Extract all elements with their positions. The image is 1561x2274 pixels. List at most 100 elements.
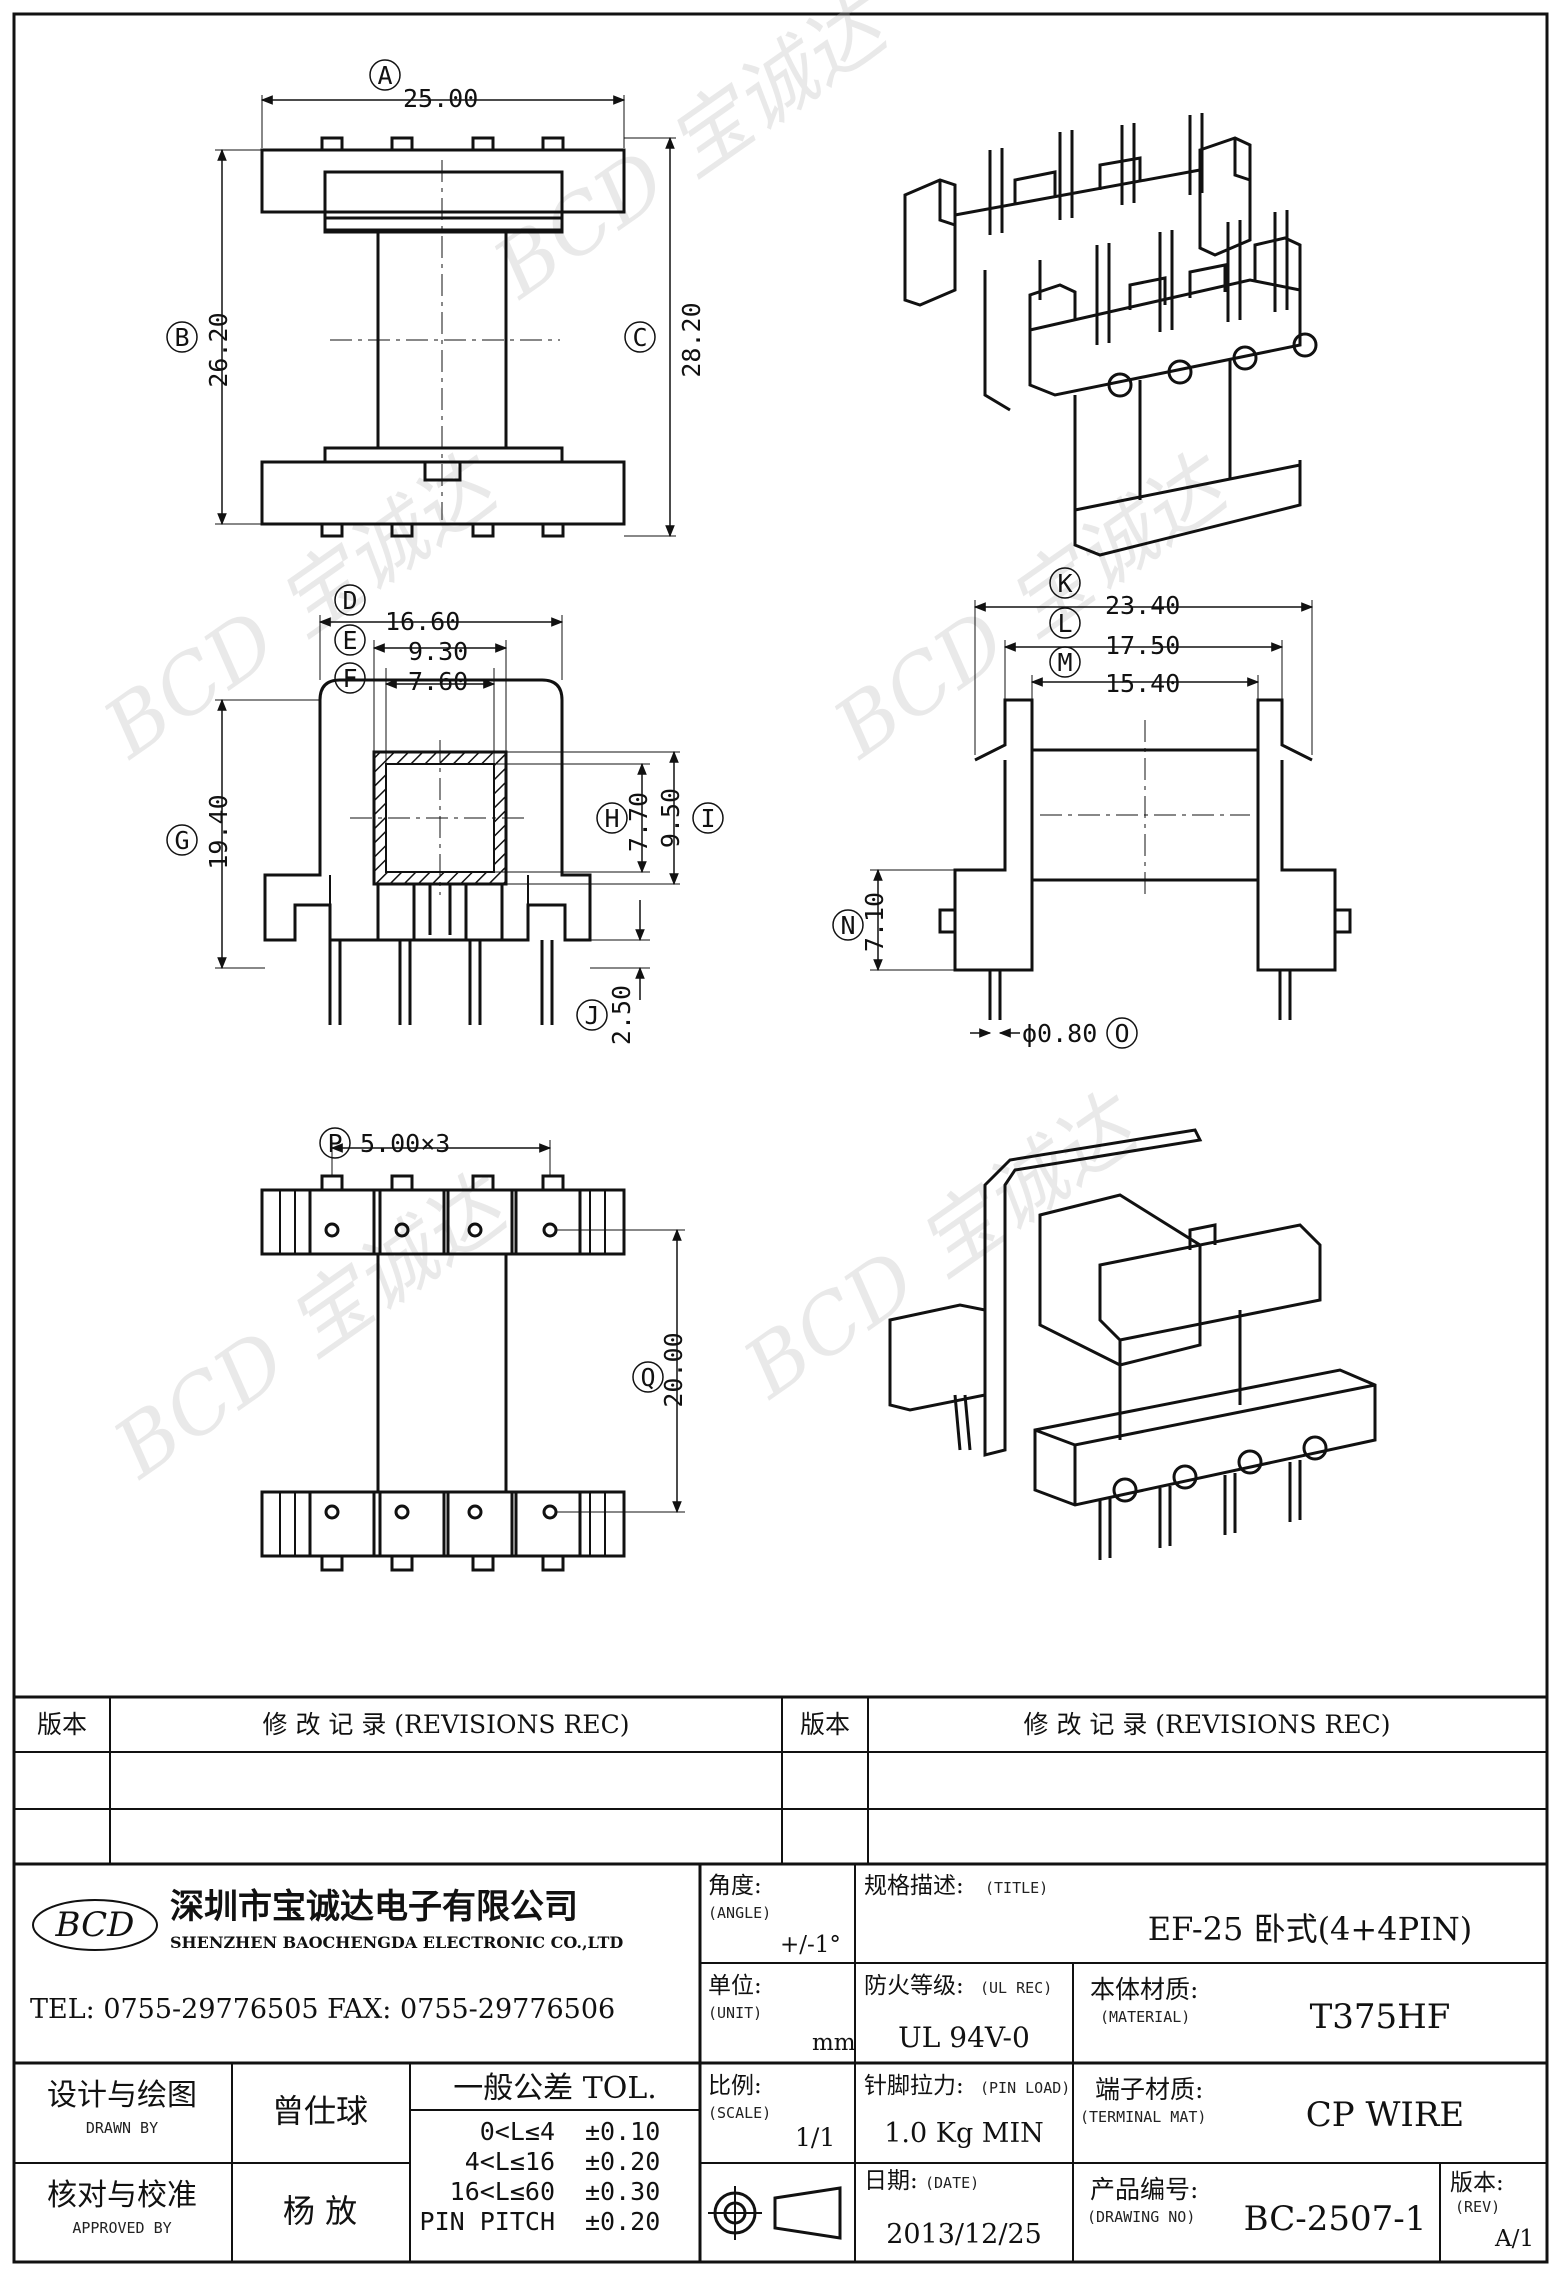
dim-k: 23.40 (1105, 591, 1180, 620)
top-view-dims: A 25.00 B 26.20 C 28.20 (166, 59, 706, 538)
watermark-text: BCD 宝诚达 (96, 1156, 528, 1497)
dim-g: 19.40 (204, 794, 233, 869)
front-view (263, 678, 592, 1025)
date-value: 2013/12/25 (886, 2219, 1042, 2250)
company-name-cn: 深圳市宝诚达电子有限公司 (170, 1887, 578, 1927)
dim-f: 7.60 (408, 667, 468, 696)
pin-load-label-en: (PIN LOAD) (980, 2079, 1070, 2097)
tolerance-range: 0<L≤4 (480, 2117, 555, 2146)
dim-d: 16.60 (385, 607, 460, 636)
rev-col-record-2: 修 改 记 录 (REVISIONS REC) (1024, 1710, 1391, 1739)
label-p: P (327, 1129, 342, 1158)
material-label-en: (MATERIAL) (1100, 2008, 1190, 2026)
rev-value: A/1 (1494, 2226, 1534, 2252)
title-block-fields: 角度: (ANGLE) +/-1° 规格描述: (TITLE) EF-25 卧式… (708, 1873, 1534, 2252)
label-k: K (1057, 569, 1072, 598)
tolerance-value: ±0.30 (585, 2177, 660, 2206)
projection-symbol-icon (708, 2186, 842, 2240)
scale-label-en: (SCALE) (708, 2104, 771, 2122)
drawing-no-label: 产品编号: (1090, 2175, 1198, 2204)
dim-e: 9.30 (408, 637, 468, 666)
revisions-table: 版本 修 改 记 录 (REVISIONS REC) 版本 修 改 记 录 (R… (37, 1710, 1390, 1739)
tolerance-value: ±0.10 (585, 2117, 660, 2146)
label-f: F (342, 664, 357, 693)
iso-view-top (903, 113, 1318, 557)
title-value: EF-25 卧式(4+4PIN) (1148, 1910, 1473, 1948)
drawing-no-value: BC-2507-1 (1244, 2199, 1427, 2239)
angle-value: +/-1° (780, 1932, 841, 1958)
dim-j: 2.50 (607, 985, 636, 1045)
company-logo: BCD (55, 1905, 135, 1945)
dim-i: 9.50 (656, 788, 685, 848)
terminal-value: CP WIRE (1306, 2095, 1465, 2135)
approved-name: 杨 放 (283, 2192, 357, 2230)
dim-h: 7.70 (624, 792, 653, 852)
tolerance-range: PIN PITCH (420, 2207, 555, 2236)
dim-n: 7.10 (860, 892, 889, 952)
ul-label-en: (UL REC) (980, 1979, 1052, 1997)
label-d: D (342, 586, 357, 615)
company-tel-fax: TEL: 0755-29776505 FAX: 0755-29776506 (30, 1994, 615, 2025)
dim-b: 26.20 (204, 312, 233, 387)
scale-label: 比例: (708, 2073, 762, 2099)
label-l: L (1057, 609, 1072, 638)
date-label-en: (DATE) (925, 2174, 979, 2192)
rev-col-record: 修 改 记 录 (REVISIONS REC) (263, 1710, 630, 1739)
ul-value: UL 94V-0 (898, 2021, 1030, 2054)
drawn-label: 设计与绘图 (47, 2078, 197, 2113)
drawn-label-en: DRAWN BY (86, 2119, 158, 2137)
material-value: T375HF (1310, 1997, 1451, 2037)
bottom-view-dims: P 5.00×3 Q 20.00 (319, 1127, 688, 1514)
watermark-text: BCD 宝诚达 (726, 1076, 1158, 1417)
dim-a: 25.00 (403, 84, 478, 113)
unit-label-en: (UNIT) (708, 2004, 762, 2022)
title-block-grid (14, 1695, 1547, 2262)
company-block: BCD 深圳市宝诚达电子有限公司 SHENZHEN BAOCHENGDA ELE… (30, 1887, 623, 2025)
label-h: H (604, 804, 619, 833)
label-b: B (174, 323, 189, 352)
tolerance-title: 一般公差 TOL. (453, 2071, 657, 2106)
watermark-layer: BCD 宝诚达 BCD 宝诚达 BCD 宝诚达 BCD 宝诚达 BCD 宝诚达 (86, 0, 1248, 1497)
bottom-view (260, 1174, 626, 1572)
terminal-label-en: (TERMINAL MAT) (1080, 2108, 1206, 2126)
terminal-label: 端子材质: (1095, 2075, 1203, 2104)
company-name-en: SHENZHEN BAOCHENGDA ELECTRONIC CO.,LTD (170, 1933, 623, 1952)
scale-value: 1/1 (795, 2123, 835, 2152)
rev-col-version-2: 版本 (800, 1710, 850, 1739)
pin-load-label: 针脚拉力: (864, 2073, 964, 2099)
angle-label-en: (ANGLE) (708, 1904, 771, 1922)
label-i: I (700, 804, 715, 833)
approved-label-en: APPROVED BY (72, 2219, 171, 2237)
label-j: J (584, 1001, 599, 1030)
tolerance-value: ±0.20 (585, 2207, 660, 2236)
material-label: 本体材质: (1090, 1975, 1198, 2004)
side-view (938, 698, 1352, 1020)
label-c: C (632, 323, 647, 352)
side-view-dims: K 23.40 L 17.50 M 15.40 N 7.10 ϕ0.80 O (832, 567, 1314, 1049)
label-m: M (1057, 648, 1072, 677)
rev-col-version: 版本 (37, 1710, 87, 1739)
dim-p: 5.00×3 (360, 1129, 450, 1158)
pin-load-value: 1.0 Kg MIN (884, 2118, 1044, 2149)
dim-o: ϕ0.80 (1022, 1019, 1097, 1048)
title-label-en: (TITLE) (985, 1879, 1048, 1897)
front-view-dims: D 16.60 E 9.30 F 7.60 G 19.40 H 7.70 I 9… (166, 584, 724, 1045)
label-o: O (1114, 1019, 1129, 1048)
rev-label-en: (REV) (1455, 2198, 1500, 2216)
ul-label: 防火等级: (864, 1973, 964, 1999)
dim-c: 28.20 (677, 302, 706, 377)
angle-label: 角度: (708, 1873, 762, 1899)
title-label: 规格描述: (864, 1873, 964, 1899)
iso-view-bottom (888, 1128, 1377, 1560)
drawn-approved-block: 设计与绘图 DRAWN BY 曾仕球 核对与校准 APPROVED BY 杨 放… (47, 2071, 660, 2237)
top-view (260, 136, 626, 538)
approved-label: 核对与校准 (47, 2178, 197, 2213)
drawing-no-label-en: (DRAWING NO) (1087, 2208, 1195, 2226)
dim-l: 17.50 (1105, 631, 1180, 660)
label-a: A (377, 61, 392, 90)
dim-m: 15.40 (1105, 669, 1180, 698)
label-n: N (840, 911, 855, 940)
tolerance-range: 16<L≤60 (450, 2177, 555, 2206)
date-label: 日期: (864, 2168, 918, 2194)
